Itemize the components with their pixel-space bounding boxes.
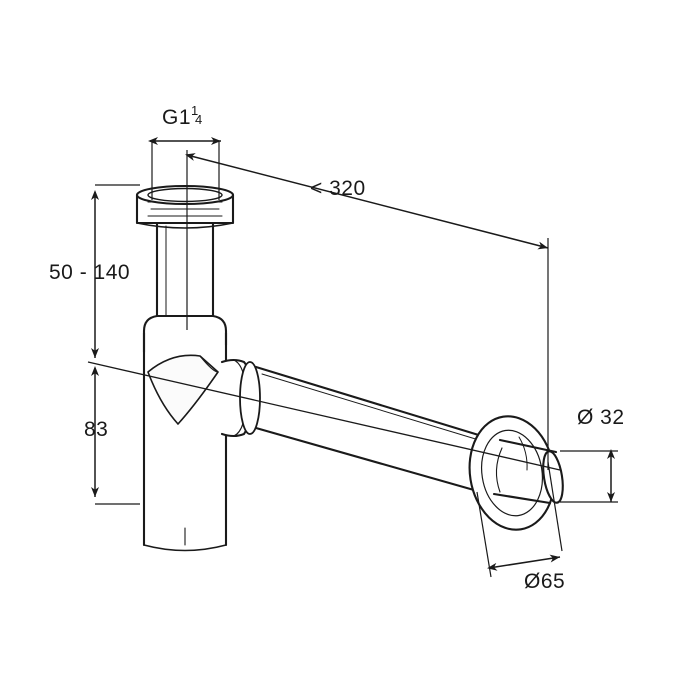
dim-label-body-height: 83 xyxy=(84,418,109,441)
centre-axis-leader xyxy=(87,361,561,471)
dim-label-outlet-reach: < 320 xyxy=(310,177,366,200)
bell-transition xyxy=(142,314,228,354)
dim-label-outlet-diameter: Ø 32 xyxy=(577,406,625,429)
tailpiece-pipe xyxy=(155,221,215,332)
siphon-body-geometry xyxy=(135,184,564,552)
dim-height-range xyxy=(91,184,140,358)
dimension-lines xyxy=(87,137,618,578)
dim-outlet-reach xyxy=(185,150,549,470)
dim-label-height-range: 50 - 140 xyxy=(49,261,131,284)
outlet-union-nut xyxy=(220,358,261,438)
inner-cone xyxy=(147,354,219,425)
outlet-tube xyxy=(254,365,497,498)
dim-label-flange-diameter: Ø65 xyxy=(524,570,566,593)
dim-body-height xyxy=(91,366,140,505)
dim-flange-diameter xyxy=(476,461,563,578)
dim-outlet-diameter xyxy=(560,449,618,503)
